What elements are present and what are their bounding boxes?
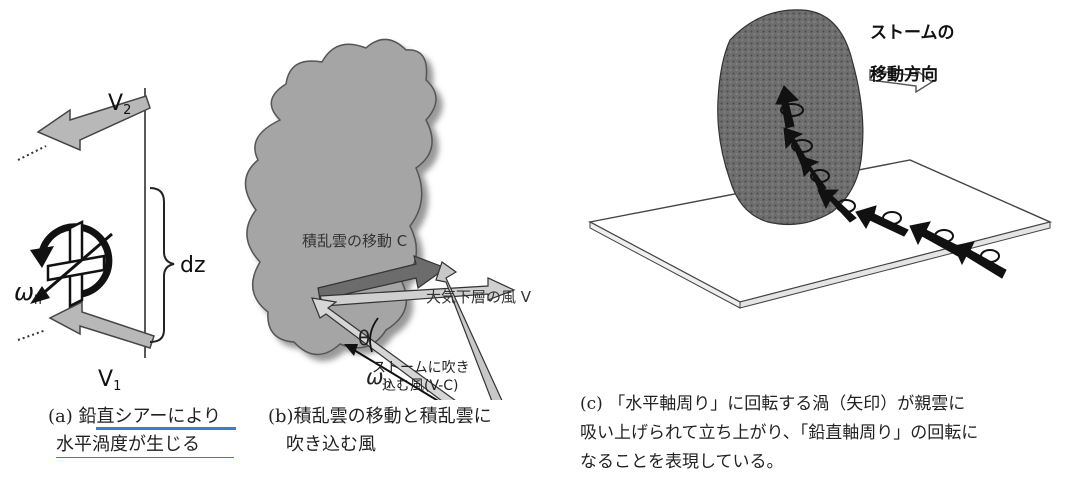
storm-direction-arrow-icon bbox=[869, 68, 934, 94]
label-omega-h: ωh bbox=[366, 365, 391, 391]
label-inflow-line2: 込む風(V-C) bbox=[382, 378, 459, 394]
caption-a-line2: 水平渦度が生じる bbox=[56, 434, 200, 455]
caption-c-line2: 吸い上げられて立ち上がり、「鉛直軸周り」の回転に bbox=[580, 423, 979, 443]
omega-axis-arrowhead-icon bbox=[30, 286, 50, 304]
cumulonimbus-cloud bbox=[244, 38, 437, 356]
panel-b: 積乱雲の移動 C 大気下層の風 V θ ωh ストームに吹き 込む風(V-C) … bbox=[220, 0, 570, 481]
label-omega: ωh bbox=[14, 278, 42, 307]
omega-h-arrowhead-icon bbox=[344, 344, 358, 356]
panel-b-diagram: 積乱雲の移動 C 大気下層の風 V θ ωh ストームに吹き 込む風(V-C) bbox=[244, 38, 532, 453]
caption-a-underline-2 bbox=[56, 457, 234, 458]
dz-brace bbox=[149, 187, 175, 343]
v1-arrow bbox=[48, 300, 155, 349]
label-v1: V1 bbox=[98, 367, 121, 394]
caption-c-line3: なることを表現している。 bbox=[580, 452, 784, 472]
panel-c: ストームの 移動方向 (c) 「水平軸周り」に回転する渦（矢印）が親雲に 吸い上… bbox=[570, 0, 1092, 481]
low-level-wind-arrow bbox=[319, 277, 516, 307]
caption-a-line1: (a) 鉛直シアーにより bbox=[48, 406, 222, 427]
label-storm-direction-line2: 移動方向 bbox=[870, 64, 938, 85]
vortex-arrow-2 bbox=[909, 221, 963, 257]
panel-a: V2 dz ωh V1 (a) 鉛直シアーにより 水平渦度が生じる bbox=[0, 0, 240, 481]
label-storm-direction-line1: ストームの bbox=[870, 23, 955, 43]
caption-b-line1: (b)積乱雲の移動と積乱雲に bbox=[268, 406, 492, 427]
caption-a-underline-1 bbox=[96, 427, 236, 430]
label-inflow-line1: ストームに吹き bbox=[372, 360, 470, 376]
rotation-arrowhead-icon bbox=[30, 246, 54, 268]
label-v2: V2 bbox=[108, 91, 131, 118]
rotation-arc bbox=[38, 223, 113, 298]
panel-c-diagram: ストームの 移動方向 bbox=[587, 9, 1053, 309]
v1-tail-dots bbox=[17, 329, 47, 341]
v2-arrow bbox=[36, 95, 151, 152]
caption-b-line2: 吹き込む風 bbox=[286, 434, 376, 455]
ground-plane-side bbox=[589, 221, 741, 309]
vortex-arrow-7 bbox=[775, 85, 804, 129]
v2-tail-dots bbox=[17, 145, 47, 161]
label-storm-motion: 積乱雲の移動 C bbox=[302, 232, 407, 250]
vortex-arrow-4 bbox=[817, 189, 857, 223]
omega-axis-line bbox=[39, 232, 113, 298]
caption-c-line1: (c) 「水平軸周り」に回転する渦（矢印）が親雲に bbox=[580, 394, 966, 414]
paddle-horizontal bbox=[46, 254, 106, 282]
label-theta: θ bbox=[358, 326, 370, 350]
theta-arc bbox=[369, 317, 379, 353]
vortex-arrows bbox=[775, 85, 1007, 279]
vortex-arrow-3 bbox=[855, 205, 909, 237]
panel-a-diagram: V2 dz ωh V1 bbox=[14, 88, 206, 394]
label-low-level-wind: 大気下層の風 V bbox=[426, 288, 532, 306]
vortex-arrow-6 bbox=[783, 127, 813, 167]
label-dz: dz bbox=[180, 253, 206, 278]
